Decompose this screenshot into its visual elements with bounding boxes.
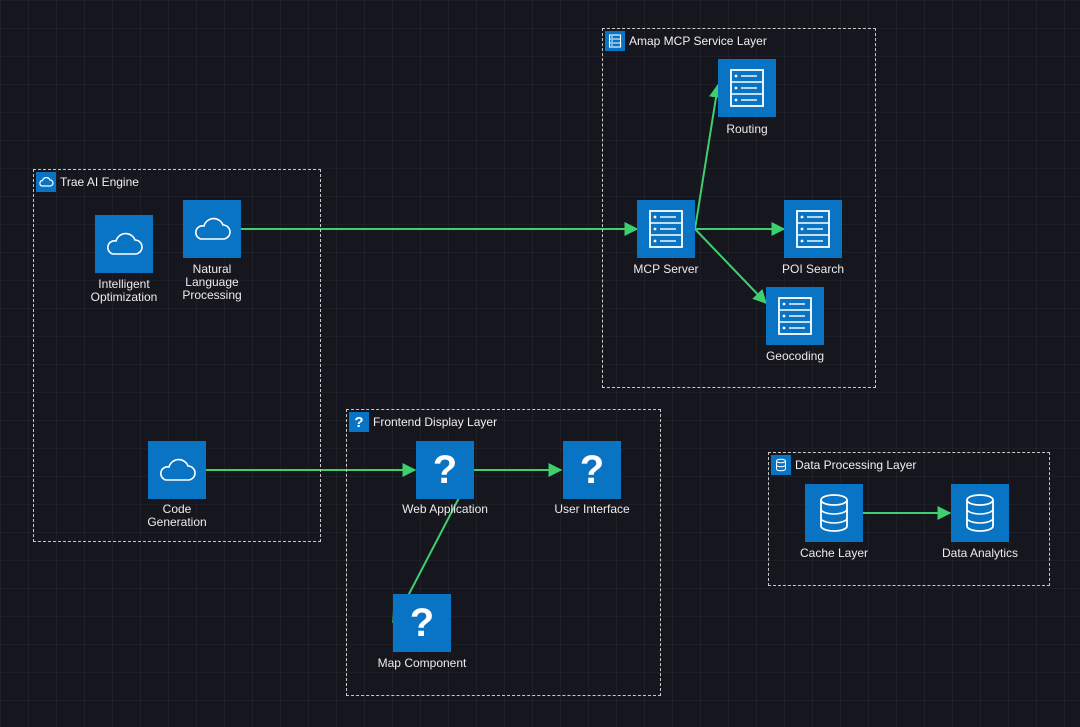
node-geocoding[interactable] bbox=[766, 287, 824, 345]
group-trae-ai-engine: Trae AI Engine bbox=[33, 169, 321, 542]
node-label-map-component: Map Component bbox=[377, 656, 467, 670]
question-icon: ? bbox=[579, 448, 605, 492]
group-title: Frontend Display Layer bbox=[373, 415, 498, 429]
group-header: ? Frontend Display Layer bbox=[349, 412, 497, 432]
cloud-icon bbox=[160, 458, 196, 481]
cloud-icon bbox=[107, 232, 143, 255]
group-data-processing-layer: Data Processing Layer bbox=[768, 452, 1050, 586]
node-data-analytics[interactable] bbox=[951, 484, 1009, 542]
node-label-intelligent-optimization: Intelligent Optimization bbox=[90, 277, 158, 304]
node-label-poi-search: POI Search bbox=[781, 262, 845, 276]
edge-mcp-server-to-routing bbox=[694, 83, 723, 230]
group-header: Trae AI Engine bbox=[36, 172, 139, 192]
cloud-icon bbox=[36, 172, 56, 192]
group-title: Trae AI Engine bbox=[60, 175, 139, 189]
node-natural-language-processing[interactable] bbox=[183, 200, 241, 258]
node-routing[interactable] bbox=[718, 59, 776, 117]
database-icon bbox=[820, 494, 848, 532]
node-label-data-analytics: Data Analytics bbox=[941, 546, 1019, 560]
node-label-mcp-server: MCP Server bbox=[633, 262, 699, 276]
node-label-code-generation: Code Generation bbox=[147, 502, 207, 529]
cloud-icon bbox=[195, 217, 231, 240]
node-label-cache-layer: Cache Layer bbox=[799, 546, 869, 560]
question-icon: ? bbox=[349, 412, 369, 432]
node-user-interface[interactable]: ? bbox=[563, 441, 621, 499]
node-label-routing: Routing bbox=[726, 122, 768, 136]
group-amap-mcp-service-layer: Amap MCP Service Layer bbox=[602, 28, 876, 388]
server-icon bbox=[796, 210, 830, 248]
edge-mcp-server-to-geocoding bbox=[694, 228, 767, 305]
node-cache-layer[interactable] bbox=[805, 484, 863, 542]
node-label-natural-language-processing: Natural Language Processing bbox=[182, 262, 242, 302]
group-header: Amap MCP Service Layer bbox=[605, 31, 767, 51]
node-label-geocoding: Geocoding bbox=[765, 349, 825, 363]
node-map-component[interactable]: ? bbox=[393, 594, 451, 652]
node-label-web-application: Web Application bbox=[402, 502, 488, 516]
node-poi-search[interactable] bbox=[784, 200, 842, 258]
server-icon bbox=[730, 69, 764, 107]
question-icon: ? bbox=[432, 448, 458, 492]
server-icon bbox=[649, 210, 683, 248]
node-web-application[interactable]: ? bbox=[416, 441, 474, 499]
node-intelligent-optimization[interactable] bbox=[95, 215, 153, 273]
node-mcp-server[interactable] bbox=[637, 200, 695, 258]
group-header: Data Processing Layer bbox=[771, 455, 916, 475]
group-title: Data Processing Layer bbox=[795, 458, 917, 472]
node-code-generation[interactable] bbox=[148, 441, 206, 499]
node-label-user-interface: User Interface bbox=[554, 502, 630, 516]
database-icon bbox=[771, 455, 791, 475]
server-icon bbox=[778, 297, 812, 335]
group-title: Amap MCP Service Layer bbox=[629, 34, 767, 48]
database-icon bbox=[966, 494, 994, 532]
question-icon: ? bbox=[409, 601, 435, 645]
server-icon bbox=[605, 31, 625, 51]
group-frontend-display-layer: ? Frontend Display Layer bbox=[346, 409, 661, 696]
